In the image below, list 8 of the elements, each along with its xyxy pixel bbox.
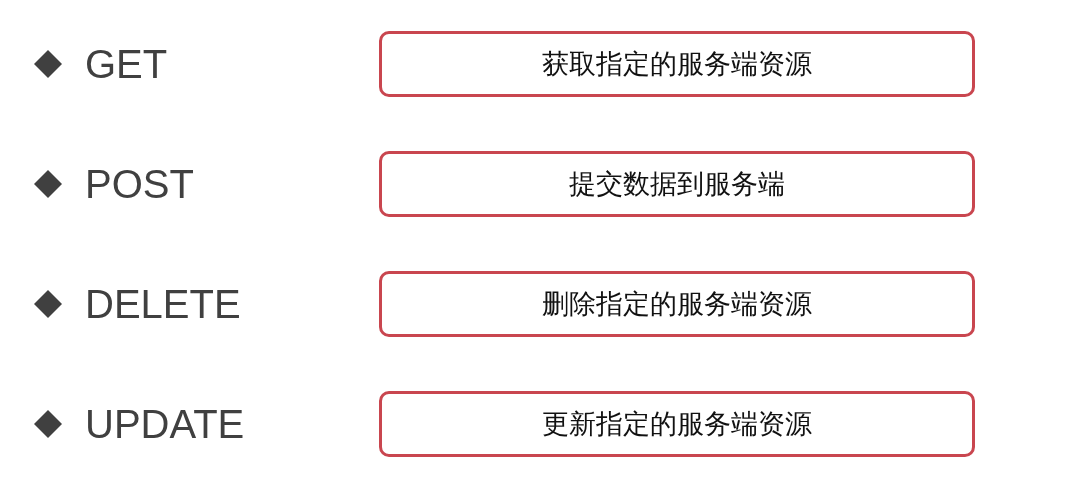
method-label: GET bbox=[85, 44, 168, 84]
method-label: DELETE bbox=[85, 284, 241, 324]
text-box: 获取指定的服务端资源 bbox=[379, 31, 975, 97]
text-box: 删除指定的服务端资源 bbox=[379, 271, 975, 337]
text-box: 提交数据到服务端 bbox=[379, 151, 975, 217]
method-label: POST bbox=[85, 164, 194, 204]
text-box: 更新指定的服务端资源 bbox=[379, 391, 975, 457]
method-label: UPDATE bbox=[85, 404, 245, 444]
